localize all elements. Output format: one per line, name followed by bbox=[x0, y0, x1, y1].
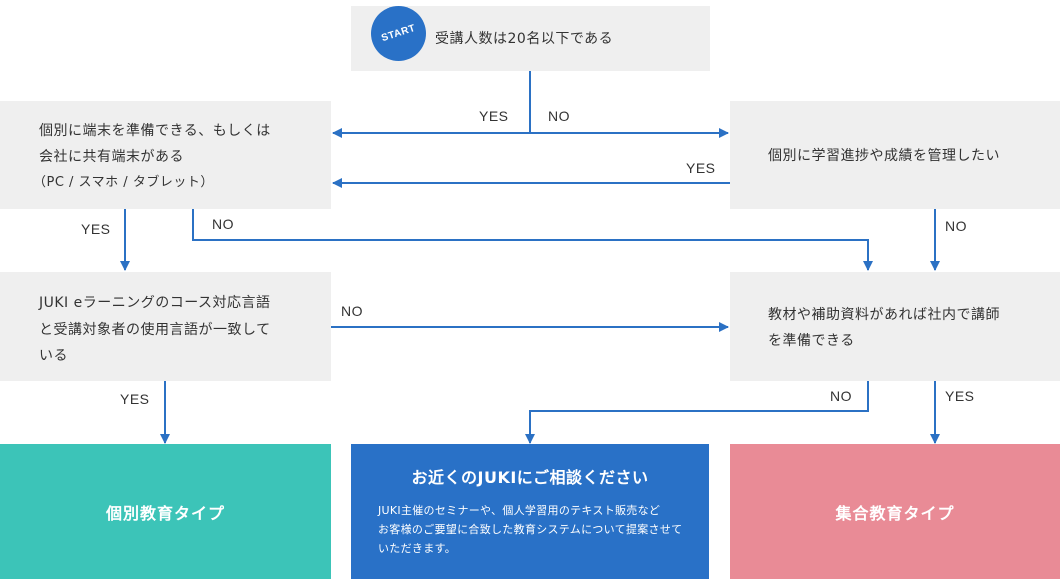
question-device-line2: 会社に共有端末がある bbox=[39, 149, 184, 165]
arrow-q5-no bbox=[525, 381, 869, 444]
question-language-line2: と受講対象者の使用言語が一致して bbox=[39, 322, 271, 338]
result-consult-title: お近くのJUKIにご相談ください bbox=[411, 468, 649, 487]
arrow-q2-no bbox=[192, 209, 873, 271]
start-badge: START bbox=[371, 6, 426, 61]
question-language-line1: JUKI eラーニングのコース対応言語 bbox=[39, 295, 271, 311]
question-device-line1: 個別に端末を準備できる、もしくは bbox=[39, 123, 271, 139]
label-q4-yes: YES bbox=[120, 391, 150, 407]
question-instructor-line2: を準備できる bbox=[768, 333, 855, 349]
result-individual: 個別教育タイプ bbox=[0, 444, 331, 579]
result-consult-line3: いただきます。 bbox=[378, 542, 456, 555]
label-q5-yes: YES bbox=[945, 388, 975, 404]
label-q1-no: NO bbox=[548, 108, 570, 124]
question-progress-management: 個別に学習進捗や成績を管理したい bbox=[730, 101, 1060, 209]
question-device-availability: 個別に端末を準備できる、もしくは 会社に共有端末がある （PC / スマホ / … bbox=[0, 101, 331, 209]
result-group-text: 集合教育タイプ bbox=[835, 503, 955, 523]
label-q2-yes: YES bbox=[81, 221, 111, 237]
label-q3-yes: YES bbox=[686, 160, 716, 176]
question-language-match: JUKI eラーニングのコース対応言語 と受講対象者の使用言語が一致して いる bbox=[0, 272, 331, 381]
result-group: 集合教育タイプ bbox=[730, 444, 1060, 579]
question-device-note: （PC / スマホ / タブレット） bbox=[33, 175, 214, 190]
label-q4-no: NO bbox=[341, 303, 363, 319]
question-language-line3: いる bbox=[39, 348, 68, 364]
label-q5-no: NO bbox=[830, 388, 852, 404]
question-progress-text: 個別に学習進捗や成績を管理したい bbox=[768, 148, 1000, 164]
question-instructor-prep: 教材や補助資料があれば社内で講師 を準備できる bbox=[730, 272, 1060, 381]
result-consult-line2: お客様のご要望に合致した教育システムについて提案させて bbox=[378, 523, 683, 536]
label-q3-no: NO bbox=[945, 218, 967, 234]
result-individual-text: 個別教育タイプ bbox=[105, 503, 225, 523]
question-class-size-text: 受講人数は20名以下である bbox=[435, 31, 614, 47]
result-consult-body: JUKI主催のセミナーや、個人学習用のテキスト販売など お客様のご要望に合致した… bbox=[378, 501, 682, 558]
result-consult-line1: JUKI主催のセミナーや、個人学習用のテキスト販売など bbox=[378, 504, 661, 517]
label-q1-yes: YES bbox=[479, 108, 509, 124]
question-instructor-line1: 教材や補助資料があれば社内で講師 bbox=[768, 307, 1000, 323]
label-q2-no: NO bbox=[212, 216, 234, 232]
result-consult: お近くのJUKIにご相談ください JUKI主催のセミナーや、個人学習用のテキスト… bbox=[351, 444, 709, 579]
